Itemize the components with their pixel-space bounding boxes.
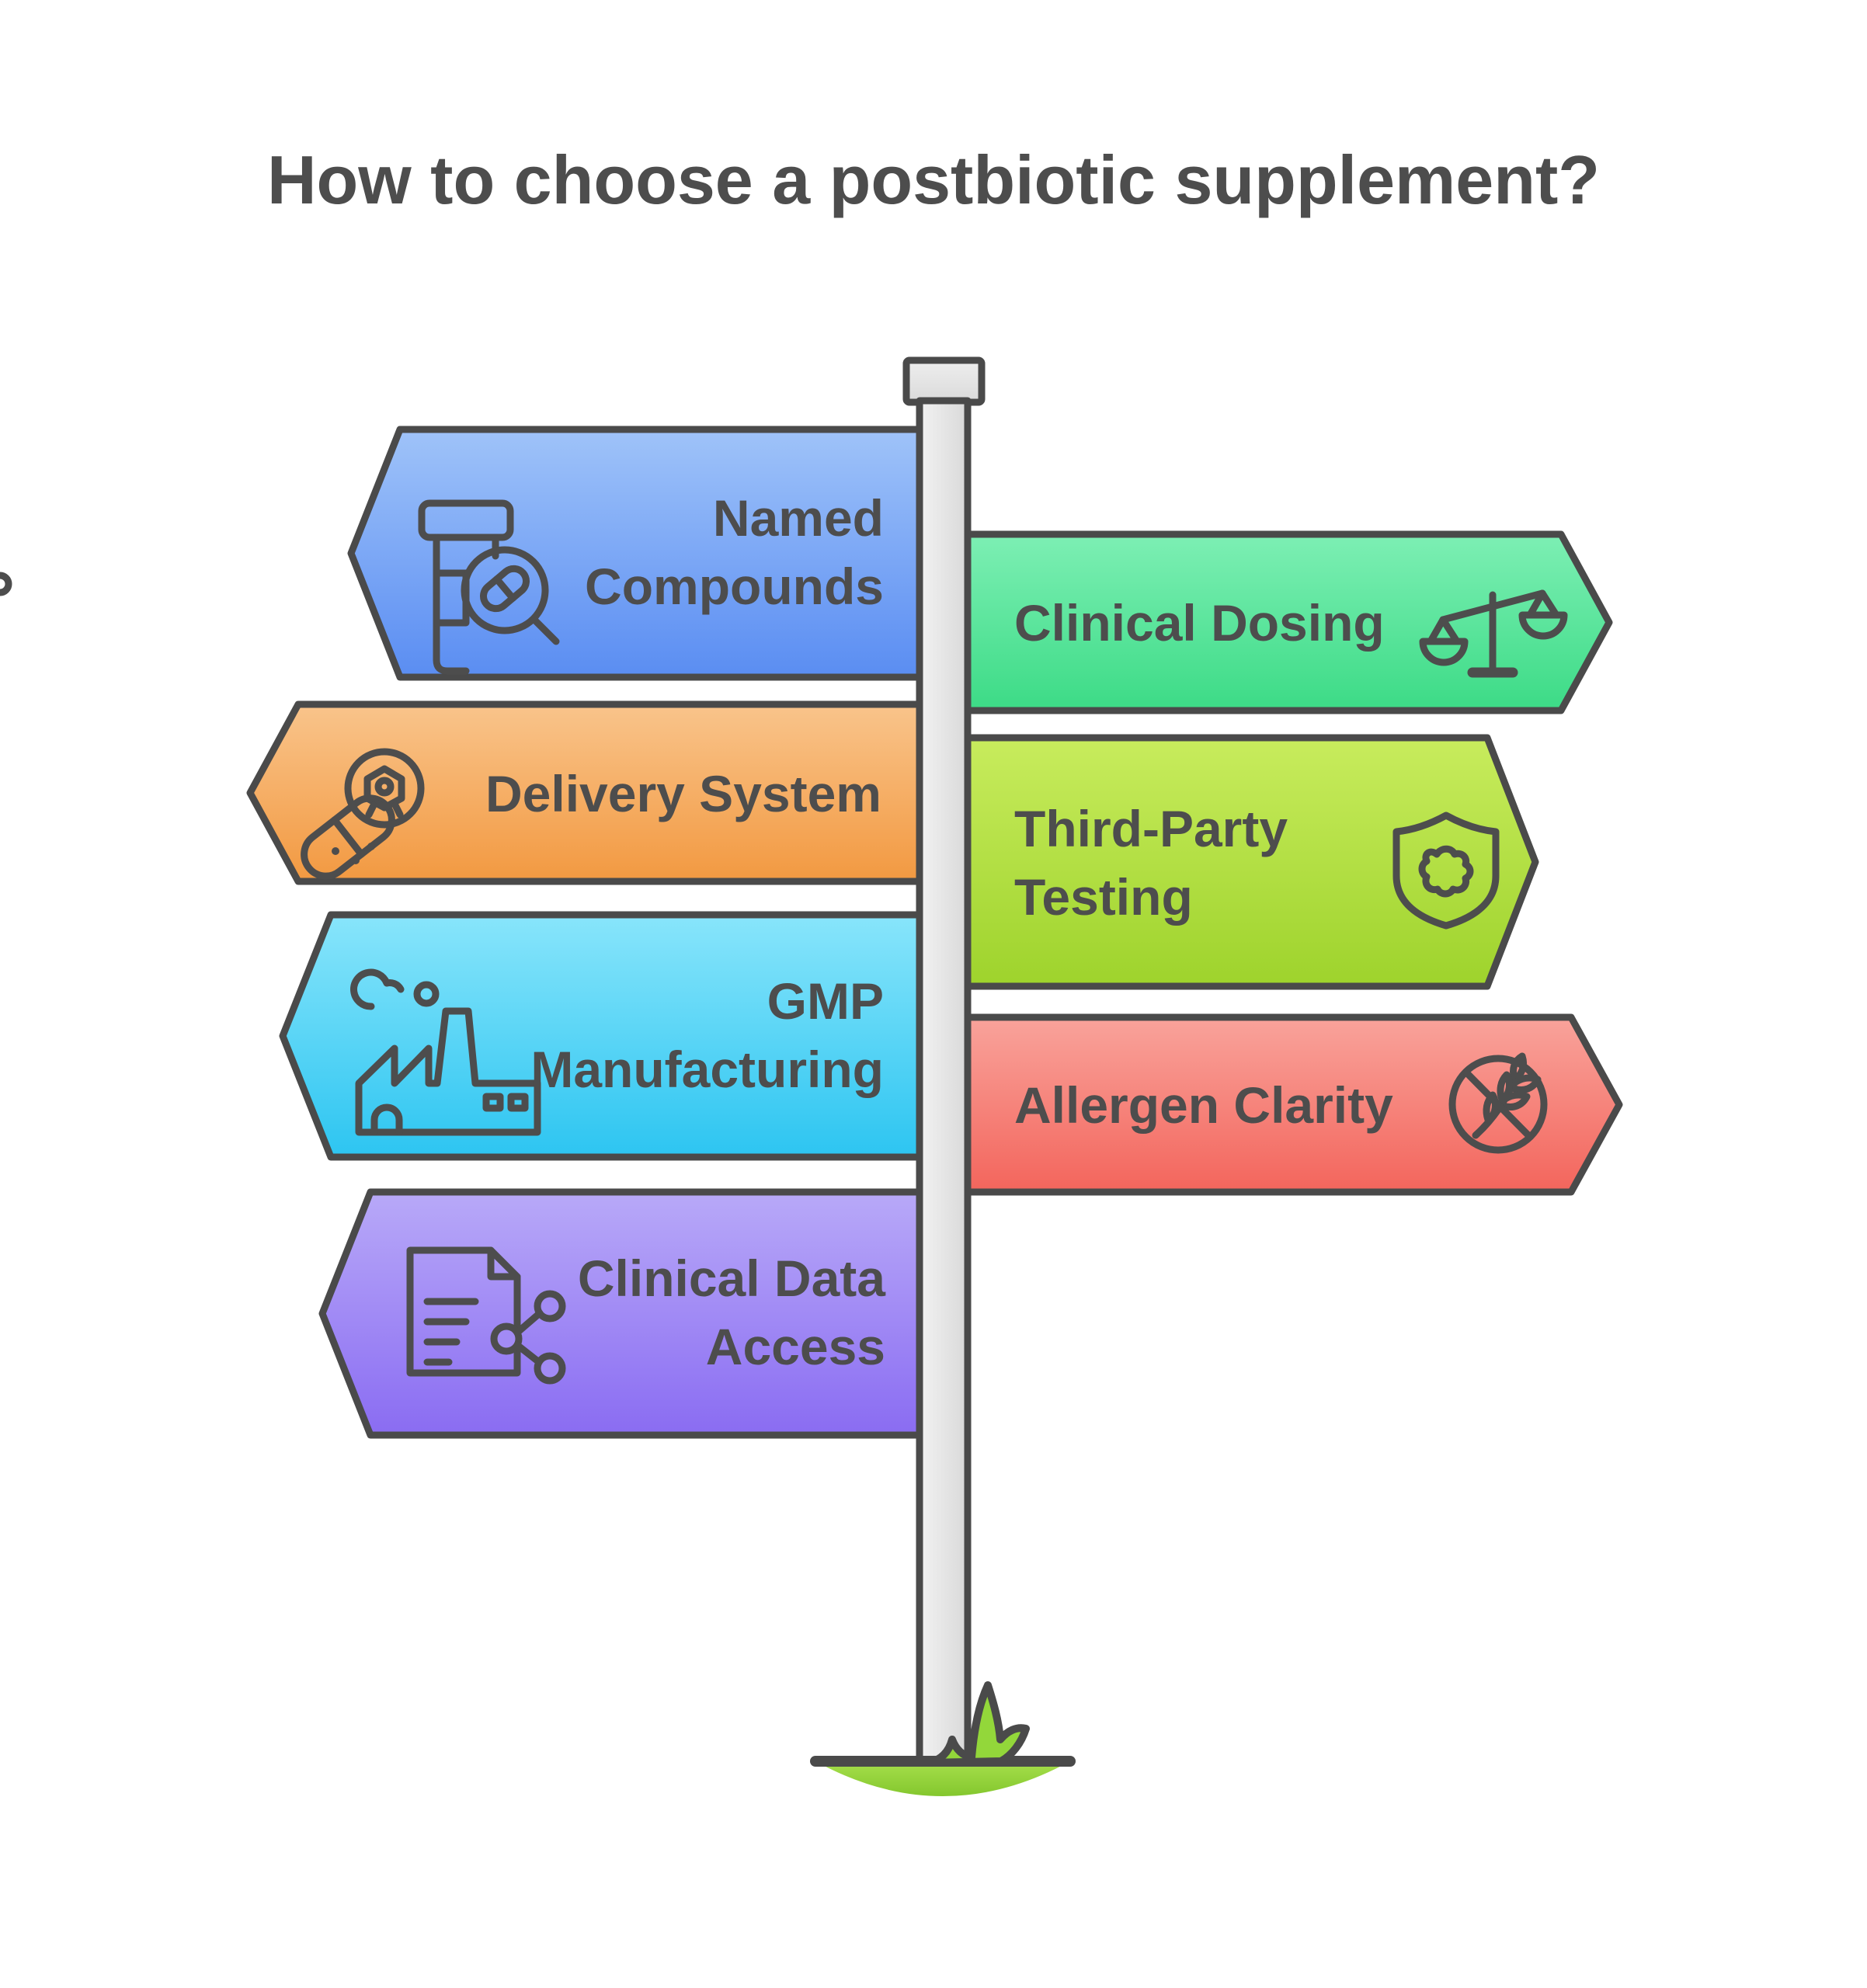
sign-label: Delivery System (485, 765, 881, 822)
sign-named-compounds: Named Compounds (347, 426, 928, 681)
document-share-icon (406, 1246, 566, 1385)
grass-base (815, 1761, 1070, 1796)
sign-label: Third-Party (1014, 800, 1288, 857)
page-title: How to choose a postbiotic supplement? (267, 141, 1600, 218)
sign-delivery-system: Delivery System (246, 700, 928, 885)
sign-clinical-dosing: Clinical Dosing (0, 530, 1613, 714)
sign-label: GMP (767, 972, 884, 1030)
sign-board (246, 700, 928, 885)
sign-label: Clinical Dosing (1014, 594, 1385, 652)
sign-label: Testing (1014, 868, 1193, 926)
wheat-free-icon (1448, 1052, 1548, 1154)
grass-mound (810, 1681, 1076, 1796)
sign-label: Compounds (585, 558, 884, 615)
sign-board (279, 911, 928, 1161)
sign-label: Access (706, 1318, 885, 1375)
shield-germ-icon (1392, 812, 1500, 930)
pole-shaft (916, 397, 972, 1765)
balance-scale-icon (0, 572, 1568, 678)
sign-label: Manufacturing (530, 1041, 884, 1098)
sign-label: Clinical Data (578, 1249, 886, 1307)
sign-board (959, 734, 1539, 990)
sign-label: Allergen Clarity (1014, 1076, 1393, 1134)
sign-gmp-manufacturing: GMP Manufacturing (279, 911, 928, 1161)
sign-third-party-testing: Third-Party Testing (959, 734, 1539, 990)
sign-allergen-clarity: Allergen Clarity (959, 1013, 1623, 1196)
signpost-pole (902, 356, 986, 1765)
pill-bottle-magnifier-icon (418, 499, 560, 675)
capsule-microbe-icon (301, 748, 425, 880)
factory-icon (350, 968, 541, 1136)
sign-board (347, 426, 928, 681)
grass-tuft (925, 1681, 1030, 1767)
sign-label: Named (713, 489, 884, 547)
sign-clinical-data-access: Clinical Data Access (318, 1188, 928, 1439)
pole-cap (902, 356, 986, 406)
